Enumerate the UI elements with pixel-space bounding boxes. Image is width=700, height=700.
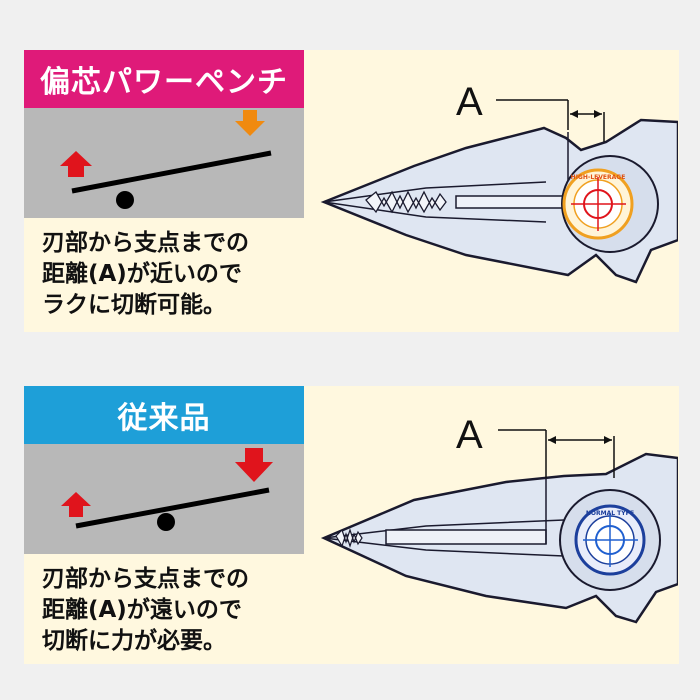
up-arrow-red	[60, 151, 92, 177]
fulcrum	[157, 513, 175, 531]
normal-type-panel: 従来品 刃部から支点までの 距離(A)が遠いので 切断に力が必要。	[24, 386, 679, 664]
description-line: 刃部から支点までの	[42, 230, 249, 256]
lever-illustration	[24, 108, 304, 218]
dimension-arrow	[548, 436, 612, 444]
jaw-outline-lower	[323, 201, 547, 223]
plier-diagram: A HIGH-LEVERAGE	[320, 80, 678, 284]
description-line: 刃部から支点までの	[42, 566, 249, 592]
fulcrum	[116, 191, 134, 209]
high-leverage-panel: 偏芯パワーペンチ 刃部から支点までの 距離(A)が近いので ラクに切断可能。	[24, 50, 679, 332]
description-line: ラクに切断可能。	[42, 292, 226, 318]
lever-bar	[71, 150, 272, 194]
gripping-teeth	[335, 528, 363, 548]
description: 刃部から支点までの 距離(A)が近いので ラクに切断可能。	[42, 228, 304, 321]
svg-text:NORMAL TYPE: NORMAL TYPE	[586, 510, 634, 517]
up-arrow-red	[61, 492, 91, 517]
svg-text:HIGH-LEVERAGE: HIGH-LEVERAGE	[571, 174, 626, 181]
cutter-slot	[455, 195, 577, 209]
down-arrow-orange	[235, 110, 265, 136]
description: 刃部から支点までの 距離(A)が遠いので 切断に力が必要。	[42, 564, 304, 657]
gripping-teeth	[365, 190, 447, 214]
high-leverage-badge: HIGH-LEVERAGE	[562, 168, 634, 240]
label-a: A	[456, 80, 483, 124]
label-a: A	[456, 413, 483, 457]
panel-title: 偏芯パワーペンチ	[24, 50, 304, 108]
normal-type-badge: NORMAL TYPE	[574, 504, 646, 576]
lever-illustration	[24, 444, 304, 554]
description-line: 切断に力が必要。	[42, 628, 226, 654]
cutter-slot	[385, 529, 547, 545]
lever-bar	[75, 487, 270, 529]
description-line: 距離(A)が近いので	[42, 261, 242, 287]
down-arrow-red	[235, 448, 273, 482]
description-line: 距離(A)が遠いので	[42, 597, 242, 623]
jaw-outline-upper	[323, 181, 547, 203]
plier-diagram: A NORMAL TYPE	[320, 413, 678, 624]
dimension-arrow	[570, 110, 602, 118]
panel-title: 従来品	[24, 386, 304, 444]
